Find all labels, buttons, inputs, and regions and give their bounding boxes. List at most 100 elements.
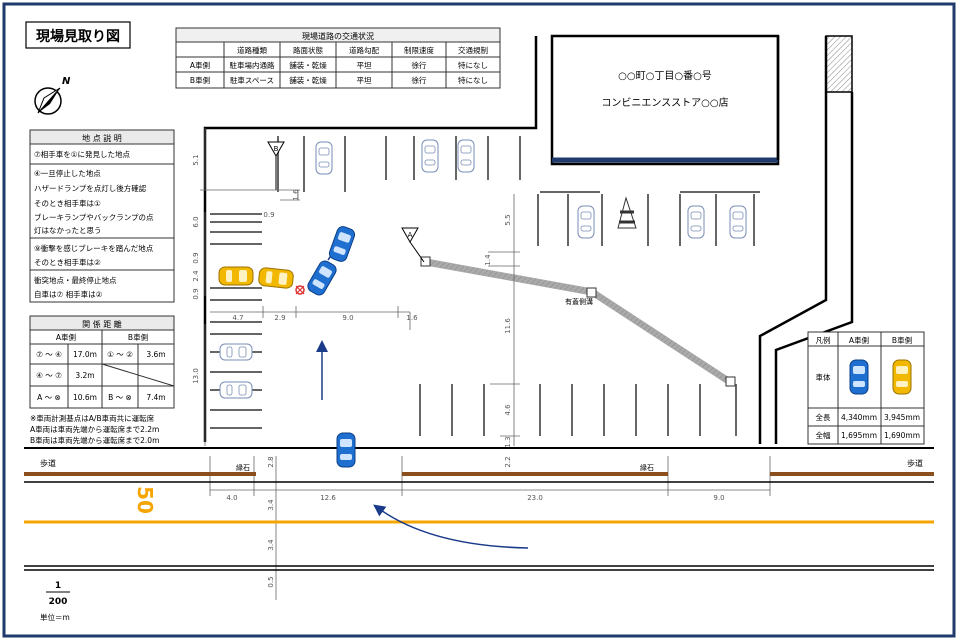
impact-point-icon bbox=[295, 285, 305, 295]
cond-cell: 徐行 bbox=[412, 60, 427, 70]
car-a-mid bbox=[327, 224, 357, 264]
dim-0.9b: 0.9 bbox=[192, 252, 200, 263]
covered-drain: 有蓋側溝 bbox=[420, 256, 736, 387]
point-item: 自車は⑦ 相手車は② bbox=[34, 289, 103, 299]
conditions-caption: 現場道路の交通状況 bbox=[302, 31, 374, 41]
sign-b-icon: B bbox=[267, 141, 285, 190]
unit-label: 単位＝m bbox=[40, 612, 70, 622]
dim-5.1: 5.1 bbox=[192, 154, 200, 165]
parking-stalls bbox=[210, 136, 760, 436]
dim-6.0: 6.0 bbox=[192, 216, 200, 227]
points-explanation-box: 地 点 説 明 ⑦相手車を①に発見した地点 ④一旦停止した地点 ハザードランプを… bbox=[29, 129, 175, 303]
dim-13.0: 13.0 bbox=[192, 368, 200, 384]
page-title: 現場見取り図 bbox=[36, 28, 120, 45]
dim-23.0: 23.0 bbox=[527, 494, 543, 502]
traffic-cone-icon bbox=[617, 196, 637, 229]
legend-header: B車側 bbox=[892, 335, 912, 345]
legend-body-label: 車体 bbox=[816, 372, 831, 382]
curb-right bbox=[770, 472, 934, 476]
dim-2.9: 2.9 bbox=[274, 314, 285, 322]
legend-car-b-icon bbox=[892, 359, 912, 395]
movement-arrows bbox=[316, 231, 529, 549]
distance-b-label: B ～ ⊗ bbox=[108, 393, 132, 402]
dim-11.6: 11.6 bbox=[504, 318, 512, 334]
dim-9.0a: 9.0 bbox=[342, 314, 353, 322]
note-line: B車両は車両先端から運転席まで2.0m bbox=[30, 435, 159, 445]
distance-b-label: ① ～ ② bbox=[107, 350, 133, 359]
sign-a-icon: A bbox=[401, 227, 425, 263]
dim-4.7: 4.7 bbox=[232, 314, 243, 322]
points-header: 地 点 説 明 bbox=[82, 133, 122, 143]
legend-row-label: 全長 bbox=[816, 412, 831, 422]
cond-cell: 平坦 bbox=[357, 61, 372, 70]
point-item: ハザードランプを点灯し後方確認 bbox=[34, 183, 147, 193]
curb-left bbox=[24, 472, 256, 476]
distance-col-b: B車側 bbox=[128, 332, 148, 342]
dimension-labels: 5.1 1.6 0.9 6.0 0.9 2.4 0.9 4.7 2.9 9.0 … bbox=[192, 154, 725, 587]
drain-label: 有蓋側溝 bbox=[565, 297, 593, 306]
store-address: ○○町○丁目○番○号 bbox=[618, 70, 712, 82]
cond-cell: 特になし bbox=[458, 60, 488, 70]
dim-0.9c: 0.9 bbox=[192, 288, 200, 299]
road-arrow-icon bbox=[373, 504, 529, 549]
point-item: ブレーキランプやバックランプの点 bbox=[34, 212, 154, 222]
dim-9.0b: 9.0 bbox=[713, 494, 724, 502]
legend-b-value: 1,690mm bbox=[884, 431, 920, 440]
point-item: そのとき相手車は① bbox=[34, 198, 101, 208]
legend-header: A車側 bbox=[849, 335, 869, 345]
curb-left-label: 縁石 bbox=[236, 463, 250, 472]
speed-marking: 50 bbox=[133, 486, 157, 514]
cond-header: 交通規制 bbox=[458, 45, 488, 55]
cond-cell: B車側 bbox=[190, 75, 210, 85]
curb-right-label: 縁石 bbox=[640, 463, 654, 472]
sidewalk-left-label: 歩道 bbox=[40, 458, 56, 468]
cond-cell: 徐行 bbox=[412, 75, 427, 85]
dim-1.6a: 1.6 bbox=[292, 189, 300, 201]
north-label: N bbox=[62, 76, 71, 87]
sidewalk-right-label: 歩道 bbox=[907, 458, 923, 468]
notes: ※車両計測基点はA/B車両共に運転席 A車両は車両先端から運転席まで2.2m B… bbox=[30, 413, 159, 445]
dim-2.2: 2.2 bbox=[504, 456, 512, 467]
cond-cell: 舗装・乾燥 bbox=[289, 75, 327, 85]
cond-cell: 駐車スペース bbox=[230, 75, 274, 85]
scale: 1 200 単位＝m bbox=[40, 581, 70, 622]
note-line: ※車両計測基点はA/B車両共に運転席 bbox=[30, 413, 155, 423]
dim-0.5: 0.5 bbox=[267, 576, 275, 587]
dim-1.6b: 1.6 bbox=[406, 314, 418, 322]
dim-1.4: 1.4 bbox=[484, 254, 492, 266]
car-b-final bbox=[257, 266, 295, 290]
cond-cell: 特になし bbox=[458, 75, 488, 85]
distance-box: 関 係 距 離 A車側 B車側 ⑦ ～ ④ 17.0m ① ～ ② 3.6m ④… bbox=[29, 315, 175, 409]
legend-box: 凡例 A車側 B車側 車体 全長 4,340mm 3,945mm 全幅 1,69… bbox=[807, 331, 925, 445]
point-item: 衝突地点・最終停止地点 bbox=[34, 275, 117, 285]
car-b-positions bbox=[218, 266, 295, 290]
dim-12.6: 12.6 bbox=[320, 494, 336, 502]
distance-a-value: 3.2m bbox=[75, 371, 94, 380]
distance-a-label: ④ ～ ⑦ bbox=[36, 371, 62, 380]
point-item: ④一旦停止した地点 bbox=[34, 168, 101, 178]
dim-4.0: 4.0 bbox=[226, 494, 237, 502]
title-box bbox=[25, 21, 131, 49]
distance-a-label: ⑦ ～ ④ bbox=[36, 350, 62, 359]
legend-b-value: 3,945mm bbox=[884, 413, 920, 422]
dimension-lines bbox=[200, 128, 771, 600]
cond-cell: 平坦 bbox=[357, 76, 372, 85]
legend-a-value: 1,695mm bbox=[841, 431, 877, 440]
distance-a-value: 10.6m bbox=[73, 393, 97, 402]
dim-3.4b: 3.4 bbox=[267, 539, 275, 551]
scale-denominator: 200 bbox=[49, 597, 68, 607]
legend-car-a-icon bbox=[849, 359, 869, 395]
conditions-table: 現場道路の交通状況 道路種類 路面状態 道路勾配 制限速度 交通規制 A車側 駐… bbox=[175, 27, 501, 89]
distance-col-a: A車側 bbox=[56, 332, 76, 342]
distance-a-value: 17.0m bbox=[73, 350, 97, 359]
point-item: ⑨衝撃を感じブレーキを踏んだ地点 bbox=[34, 243, 154, 253]
car-a-start bbox=[336, 432, 356, 468]
curb-mid bbox=[402, 472, 668, 476]
north-arrow-icon: N bbox=[34, 76, 71, 115]
distance-header: 関 係 距 離 bbox=[82, 319, 122, 329]
car-b-start bbox=[218, 266, 254, 286]
dim-4.6: 4.6 bbox=[504, 404, 512, 416]
point-item: ⑦相手車を①に発見した地点 bbox=[34, 149, 130, 159]
